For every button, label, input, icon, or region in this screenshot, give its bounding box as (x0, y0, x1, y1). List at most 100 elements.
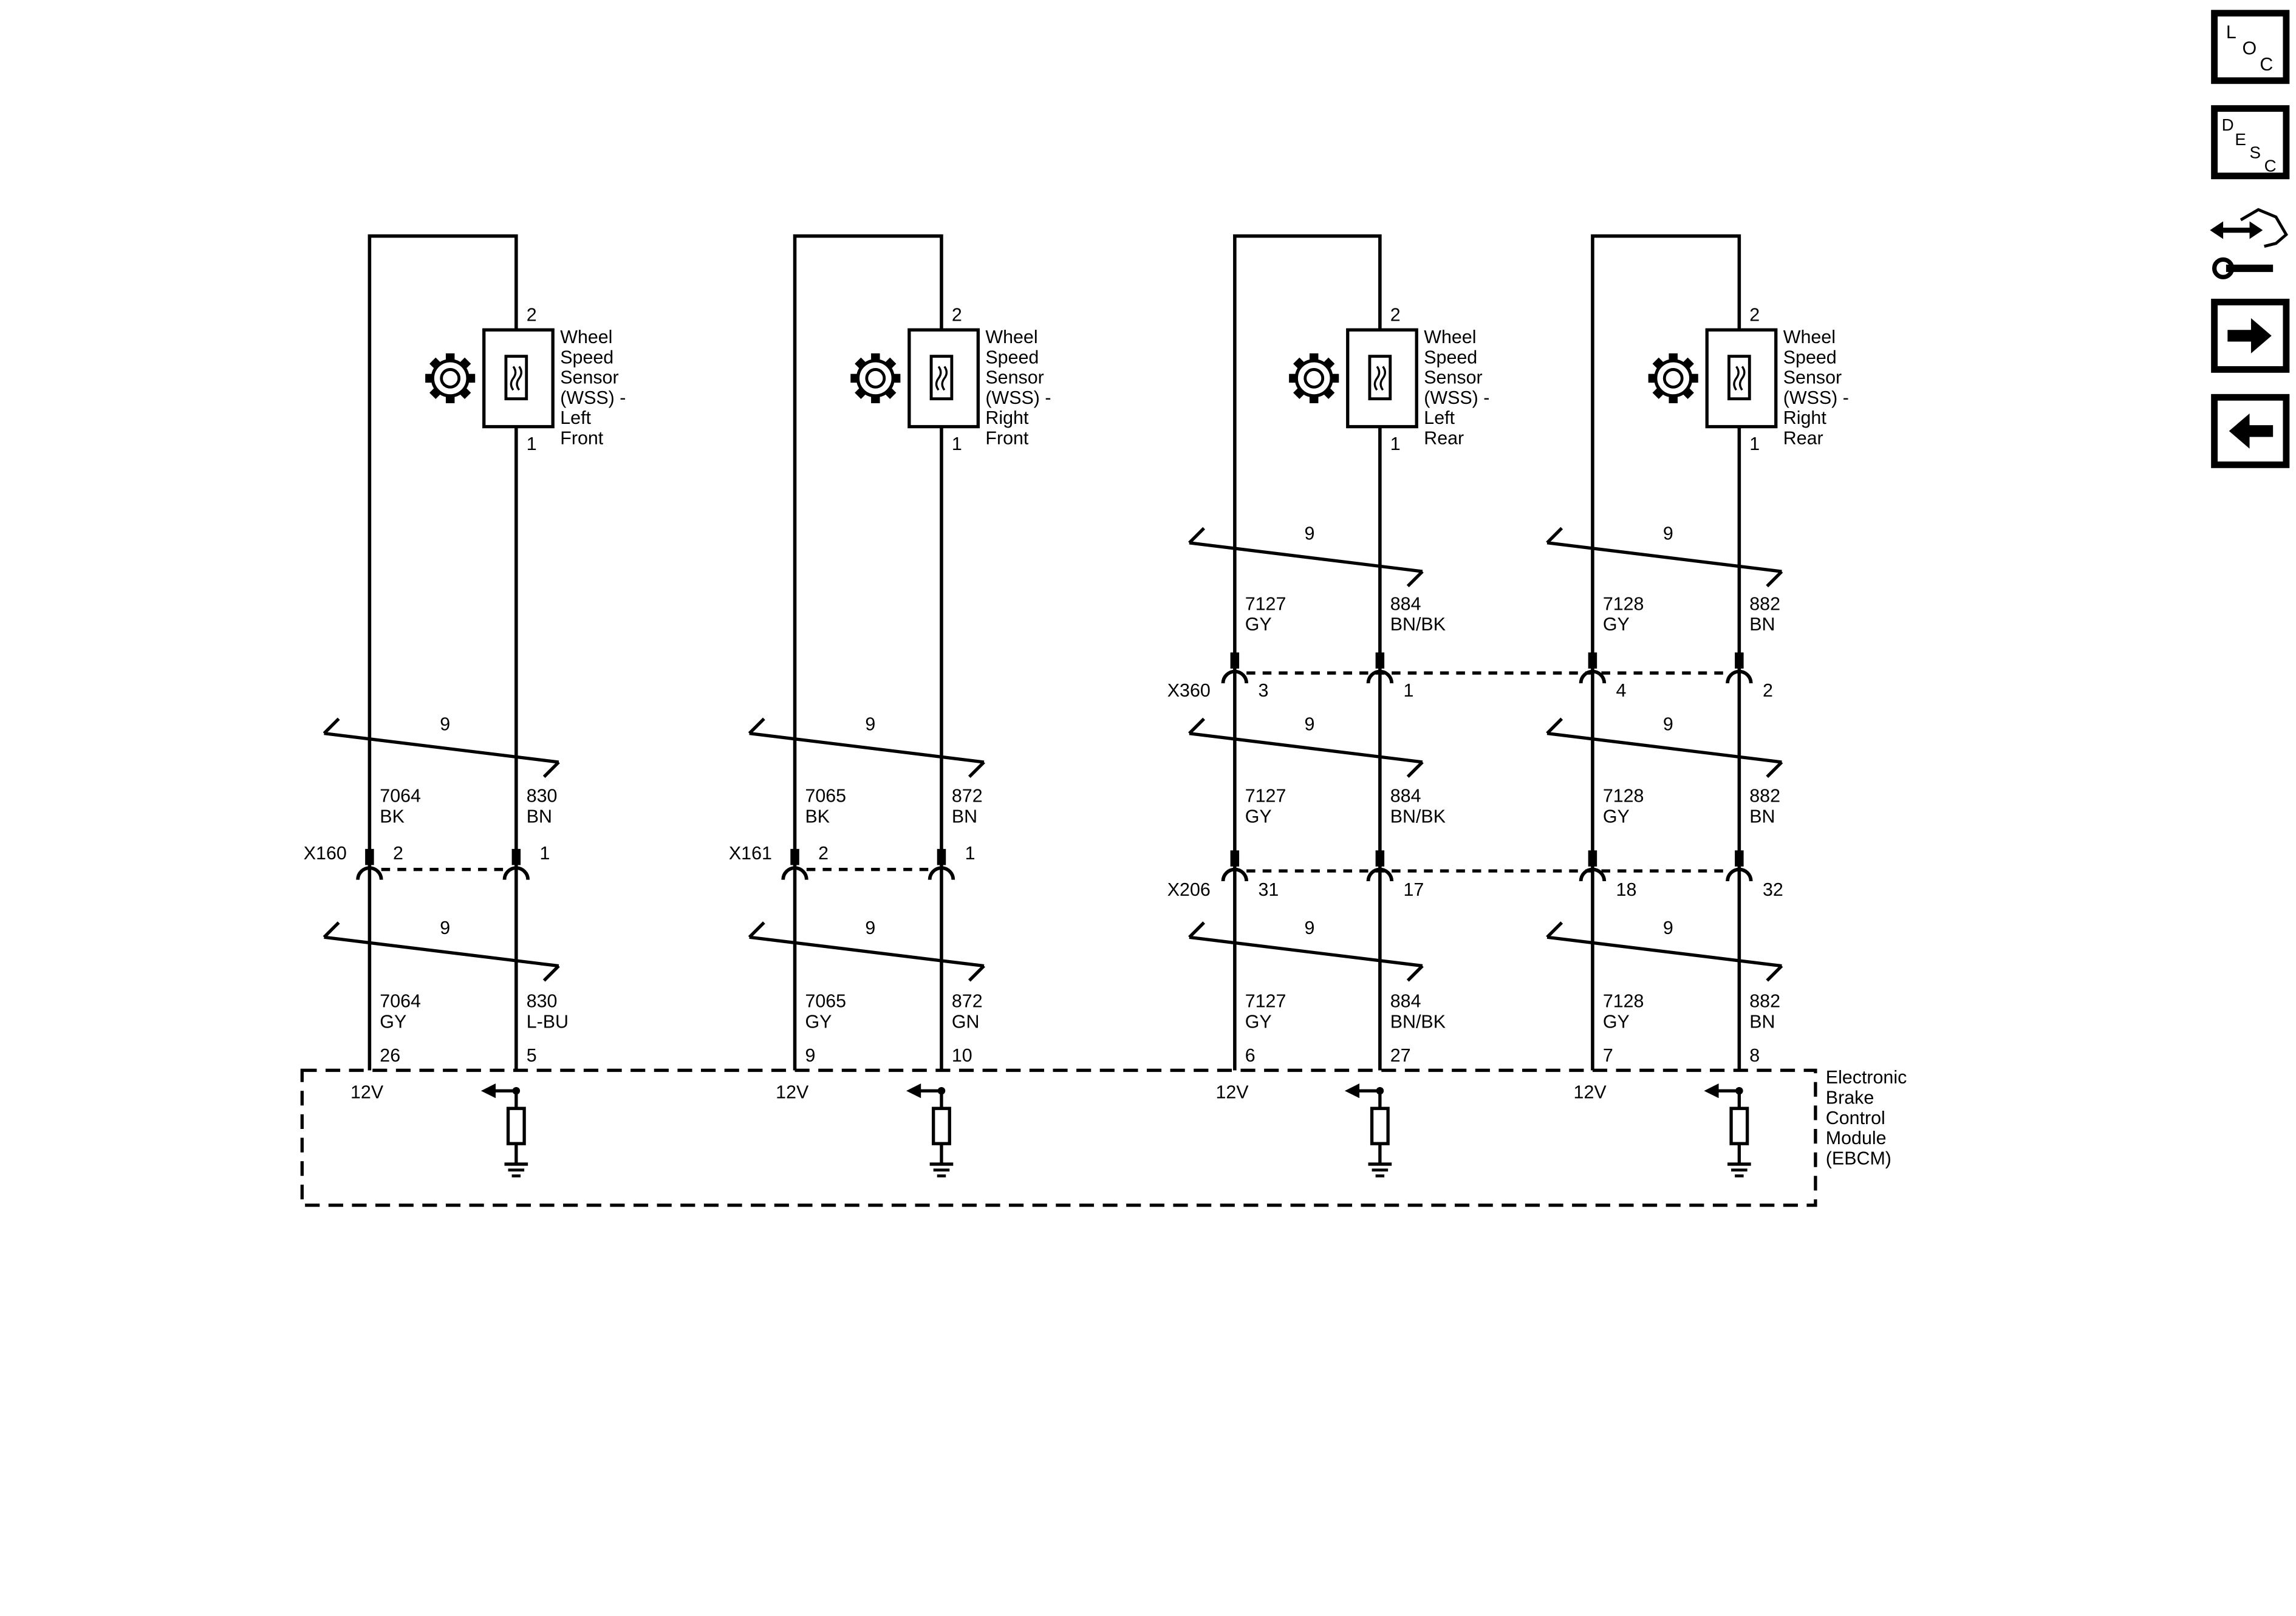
ebcm-supply-label: 12V (350, 1082, 384, 1102)
ebcm-box (300, 1068, 1817, 1207)
connector-pin-number: 31 (1258, 879, 1279, 900)
wire-circuit: 7064 (380, 991, 421, 1012)
connector-pin-number: 18 (1616, 879, 1637, 900)
ebcm-pin-number: 7 (1603, 1045, 1613, 1066)
connector-wrench-icon[interactable] (2210, 208, 2288, 279)
wire-circuit: 7128 (1603, 593, 1644, 614)
twisted-pair-marker: 9 (748, 918, 985, 982)
ebcm-supply-label: 12V (776, 1082, 809, 1102)
connector-x160: 2 1 X160 (304, 843, 550, 880)
sensor-name-line: (WSS) - (1783, 387, 1849, 408)
connector-pin-number: 17 (1403, 879, 1424, 900)
wire-color: BN/BK (1390, 1011, 1446, 1032)
sensor-name-line: Wheel (985, 327, 1037, 347)
wire-color: L-BU (527, 1011, 569, 1032)
twisted-pair-marker: 9 (1188, 714, 1424, 778)
ebcm-pin-number: 5 (527, 1045, 537, 1066)
wire-color: BK (805, 806, 830, 827)
sensor-name-line: Sensor (1783, 367, 1842, 388)
wire-color: GY (380, 1011, 406, 1032)
sensor-name-line: Rear (1424, 428, 1464, 449)
wire-color: BN (1749, 806, 1775, 827)
desc-button[interactable]: D E S C (2211, 105, 2290, 180)
svg-text:S: S (2250, 143, 2261, 162)
gear-icon (1289, 353, 1339, 403)
twisted-pair-marker: 9 (1546, 918, 1783, 982)
sensor-name-line: Wheel (1424, 327, 1476, 347)
wire-circuit: 882 (1749, 786, 1780, 806)
loc-button[interactable]: L O C (2211, 10, 2290, 84)
twisted-pair-label: 9 (865, 918, 875, 938)
ebcm-input-circuit (480, 1083, 528, 1178)
arrow-right-icon (2227, 318, 2272, 353)
wire-color: BN (1749, 614, 1775, 635)
wire-circuit: 882 (1749, 991, 1780, 1012)
wire-circuit: 7065 (805, 786, 846, 806)
twisted-pair-marker: 9 (1546, 523, 1783, 588)
wire-color: GY (1603, 614, 1630, 635)
twisted-pair-label: 9 (1305, 714, 1315, 734)
sensor-name-line: Speed (1783, 347, 1837, 367)
wire-color: GY (1245, 806, 1272, 827)
connector-pin-number: 1 (539, 843, 550, 864)
sensor-name-line: Right (985, 407, 1029, 428)
sensor-name-line: Front (560, 428, 604, 449)
svg-text:O: O (2242, 38, 2257, 58)
twisted-pair-label: 9 (1663, 523, 1673, 544)
connector-name: X161 (729, 843, 772, 864)
prev-page-button[interactable] (2211, 394, 2290, 468)
sensor-name-line: Right (1783, 407, 1827, 428)
sensor-name-line: Front (985, 428, 1029, 449)
svg-text:D: D (2222, 115, 2234, 134)
sensor-pin-bottom: 1 (1390, 434, 1401, 454)
sensor-name-line: Speed (560, 347, 613, 367)
wire-circuit: 7128 (1603, 991, 1644, 1012)
wire-circuit: 872 (952, 991, 983, 1012)
sensor-name-line: Sensor (1424, 367, 1482, 388)
connector-name: X206 (1167, 879, 1211, 900)
wire-color: BN/BK (1390, 614, 1446, 635)
connector-pin-number: 2 (393, 843, 403, 864)
sensor-pin-top: 2 (1390, 305, 1401, 326)
sensor-name-line: Speed (1424, 347, 1477, 367)
wire-circuit: 884 (1390, 991, 1421, 1012)
sensor-name-line: Left (1424, 407, 1455, 428)
next-page-button[interactable] (2211, 298, 2290, 373)
sensor-name-line: (WSS) - (1424, 387, 1489, 408)
connector-pin-number: 2 (818, 843, 829, 864)
twisted-pair-label: 9 (1305, 918, 1315, 938)
ebcm-pin-number: 8 (1749, 1045, 1760, 1066)
sensor-name-line: Speed (985, 347, 1039, 367)
ebcm-pin-number: 6 (1245, 1045, 1256, 1066)
wire-color: BN (952, 806, 977, 827)
wire-circuit: 7065 (805, 991, 846, 1012)
ebcm-supply-label: 12V (1574, 1082, 1607, 1102)
twisted-pair-marker: 9 (1546, 714, 1783, 778)
ebcm-input-circuit (906, 1083, 954, 1178)
wire-color: BK (380, 806, 405, 827)
sensor-pin-bottom: 1 (527, 434, 537, 454)
sensor-pin-bottom: 1 (952, 434, 962, 454)
connector-pin-number: 2 (1763, 680, 1773, 701)
twisted-pair-marker: 9 (323, 714, 560, 778)
sensor-pin-top: 2 (527, 305, 537, 326)
sensor-name-line: Wheel (560, 327, 612, 347)
svg-text:C: C (2260, 54, 2273, 75)
ebcm-input-circuit (1704, 1083, 1751, 1178)
ebcm-supply-label: 12V (1215, 1082, 1249, 1102)
sensor-pin-bottom: 1 (1749, 434, 1760, 454)
wire-color: BN (527, 806, 552, 827)
wire-circuit: 882 (1749, 593, 1780, 614)
wire-circuit: 7127 (1245, 593, 1286, 614)
connector-name: X360 (1167, 680, 1211, 701)
connector-name: X160 (304, 843, 347, 864)
